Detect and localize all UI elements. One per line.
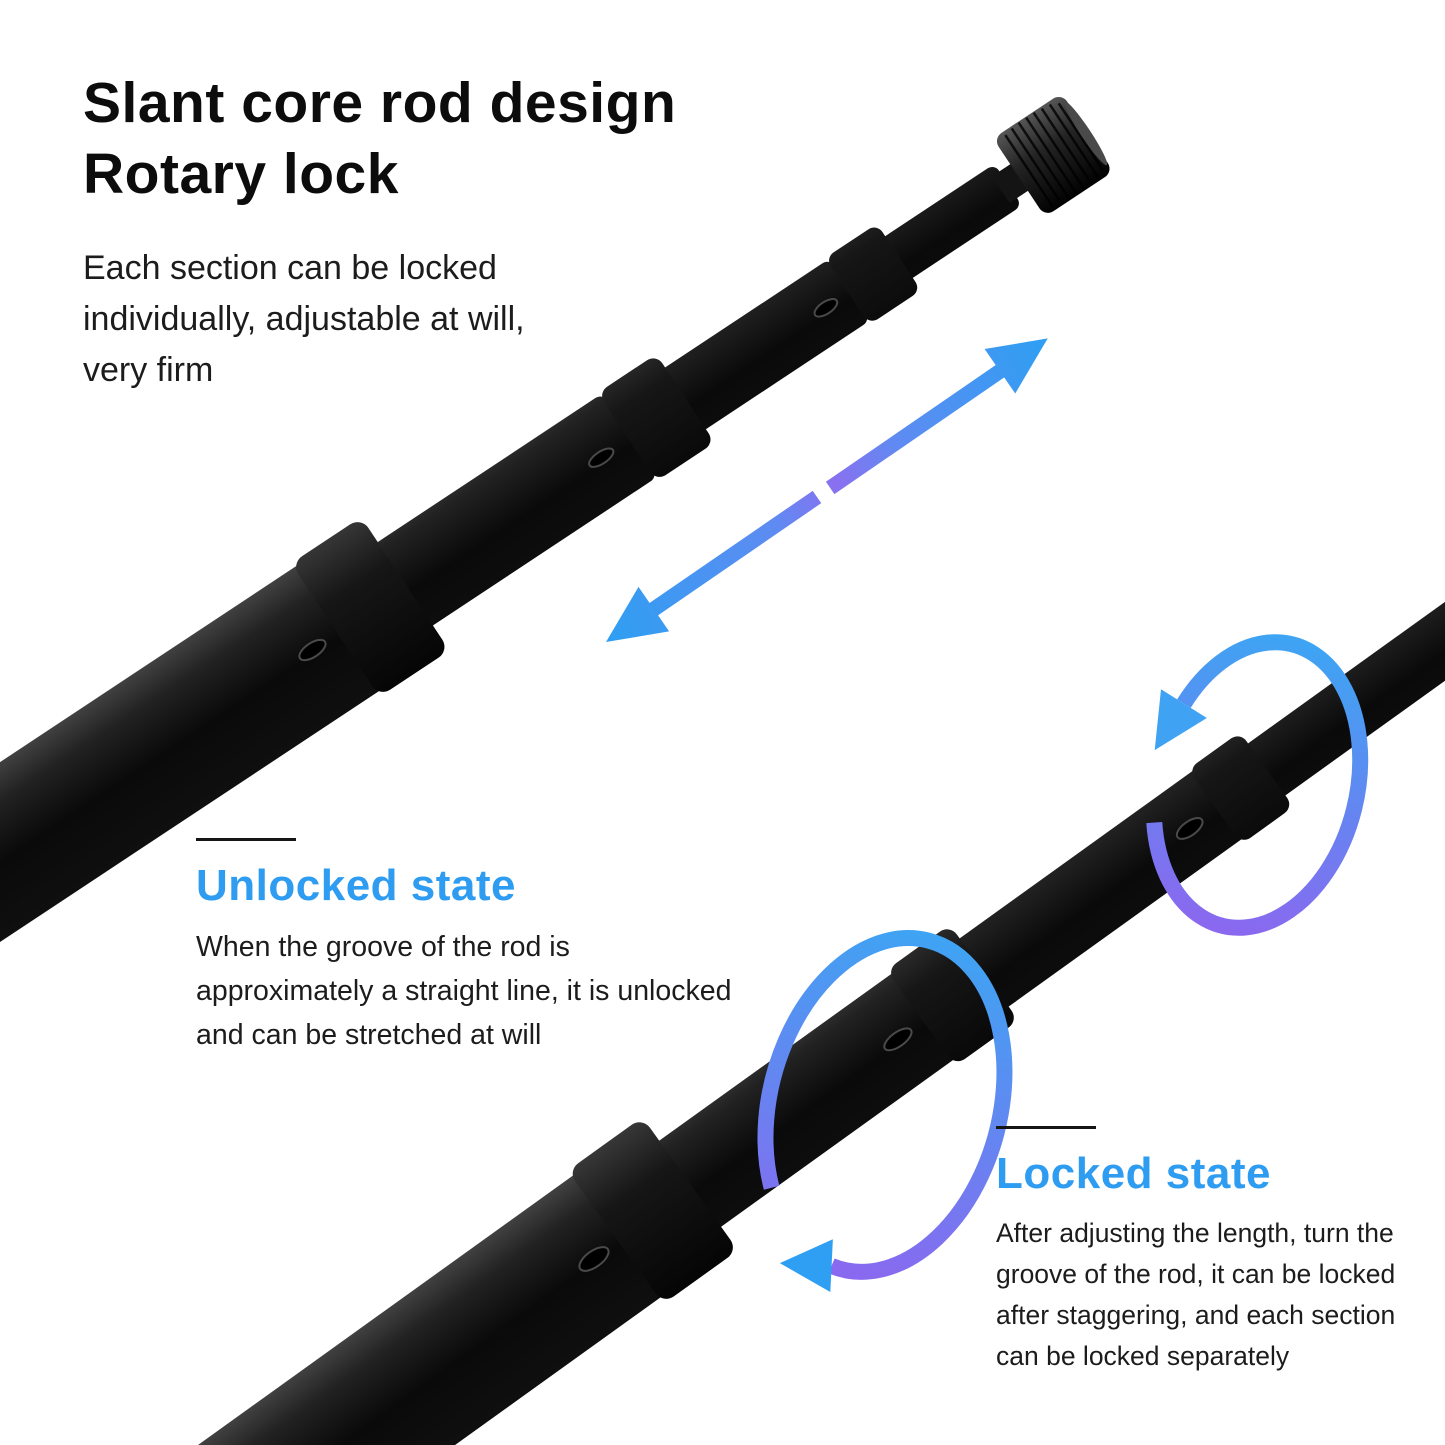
knob-neck — [991, 163, 1030, 204]
lower-rod-image — [160, 566, 1445, 1445]
lock-groove — [578, 1246, 610, 1272]
locked-heading: Locked state — [996, 1149, 1271, 1198]
rotary-lock-knob — [996, 96, 1110, 213]
unlocked-heading: Unlocked state — [196, 861, 516, 910]
unlocked-state-callout: Unlocked state When the groove of the ro… — [196, 838, 741, 1058]
lock-groove — [588, 447, 615, 468]
rod-collar-3 — [829, 227, 918, 321]
locked-divider — [996, 1126, 1096, 1129]
lock-groove — [813, 298, 839, 318]
rod-segment-4 — [1241, 566, 1445, 800]
rod-segment-1 — [0, 561, 388, 998]
unlocked-divider — [196, 838, 296, 841]
lock-groove — [883, 1027, 913, 1052]
unlocked-body: When the groove of the rod is approximat… — [196, 931, 732, 1052]
lock-groove — [1175, 817, 1204, 840]
rod-collar-1 — [572, 1122, 733, 1299]
rod-collar-2 — [891, 929, 1014, 1062]
rotation-arrow-bottom-icon — [757, 930, 1013, 1293]
rod-segment-3 — [644, 261, 868, 442]
rod-segment-4 — [868, 166, 1019, 289]
rod-collar-1 — [296, 522, 445, 692]
locked-state-callout: Locked state After adjusting the length,… — [996, 1126, 1444, 1377]
rod-collar-2 — [602, 358, 711, 477]
rod-segment-2 — [651, 967, 964, 1231]
lock-groove — [298, 638, 327, 662]
rod-segment-3 — [950, 769, 1246, 1013]
extension-arrow-icon — [606, 338, 1048, 642]
locked-body: After adjusting the length, turn the gro… — [996, 1218, 1396, 1372]
upper-rod-image — [0, 96, 1110, 998]
rod-collar-3 — [1192, 736, 1290, 840]
rod-segment-2 — [367, 396, 655, 632]
rotation-arrow-top-icon — [1146, 634, 1369, 936]
page-title-line2: Rotary lock — [83, 141, 399, 206]
page-title-line1: Slant core rod design — [83, 71, 677, 135]
intro-text: Each section can be locked individually,… — [83, 249, 525, 389]
rod-segment-1 — [160, 1169, 671, 1445]
page-title: Slant core rod design Rotary lock — [83, 68, 676, 209]
